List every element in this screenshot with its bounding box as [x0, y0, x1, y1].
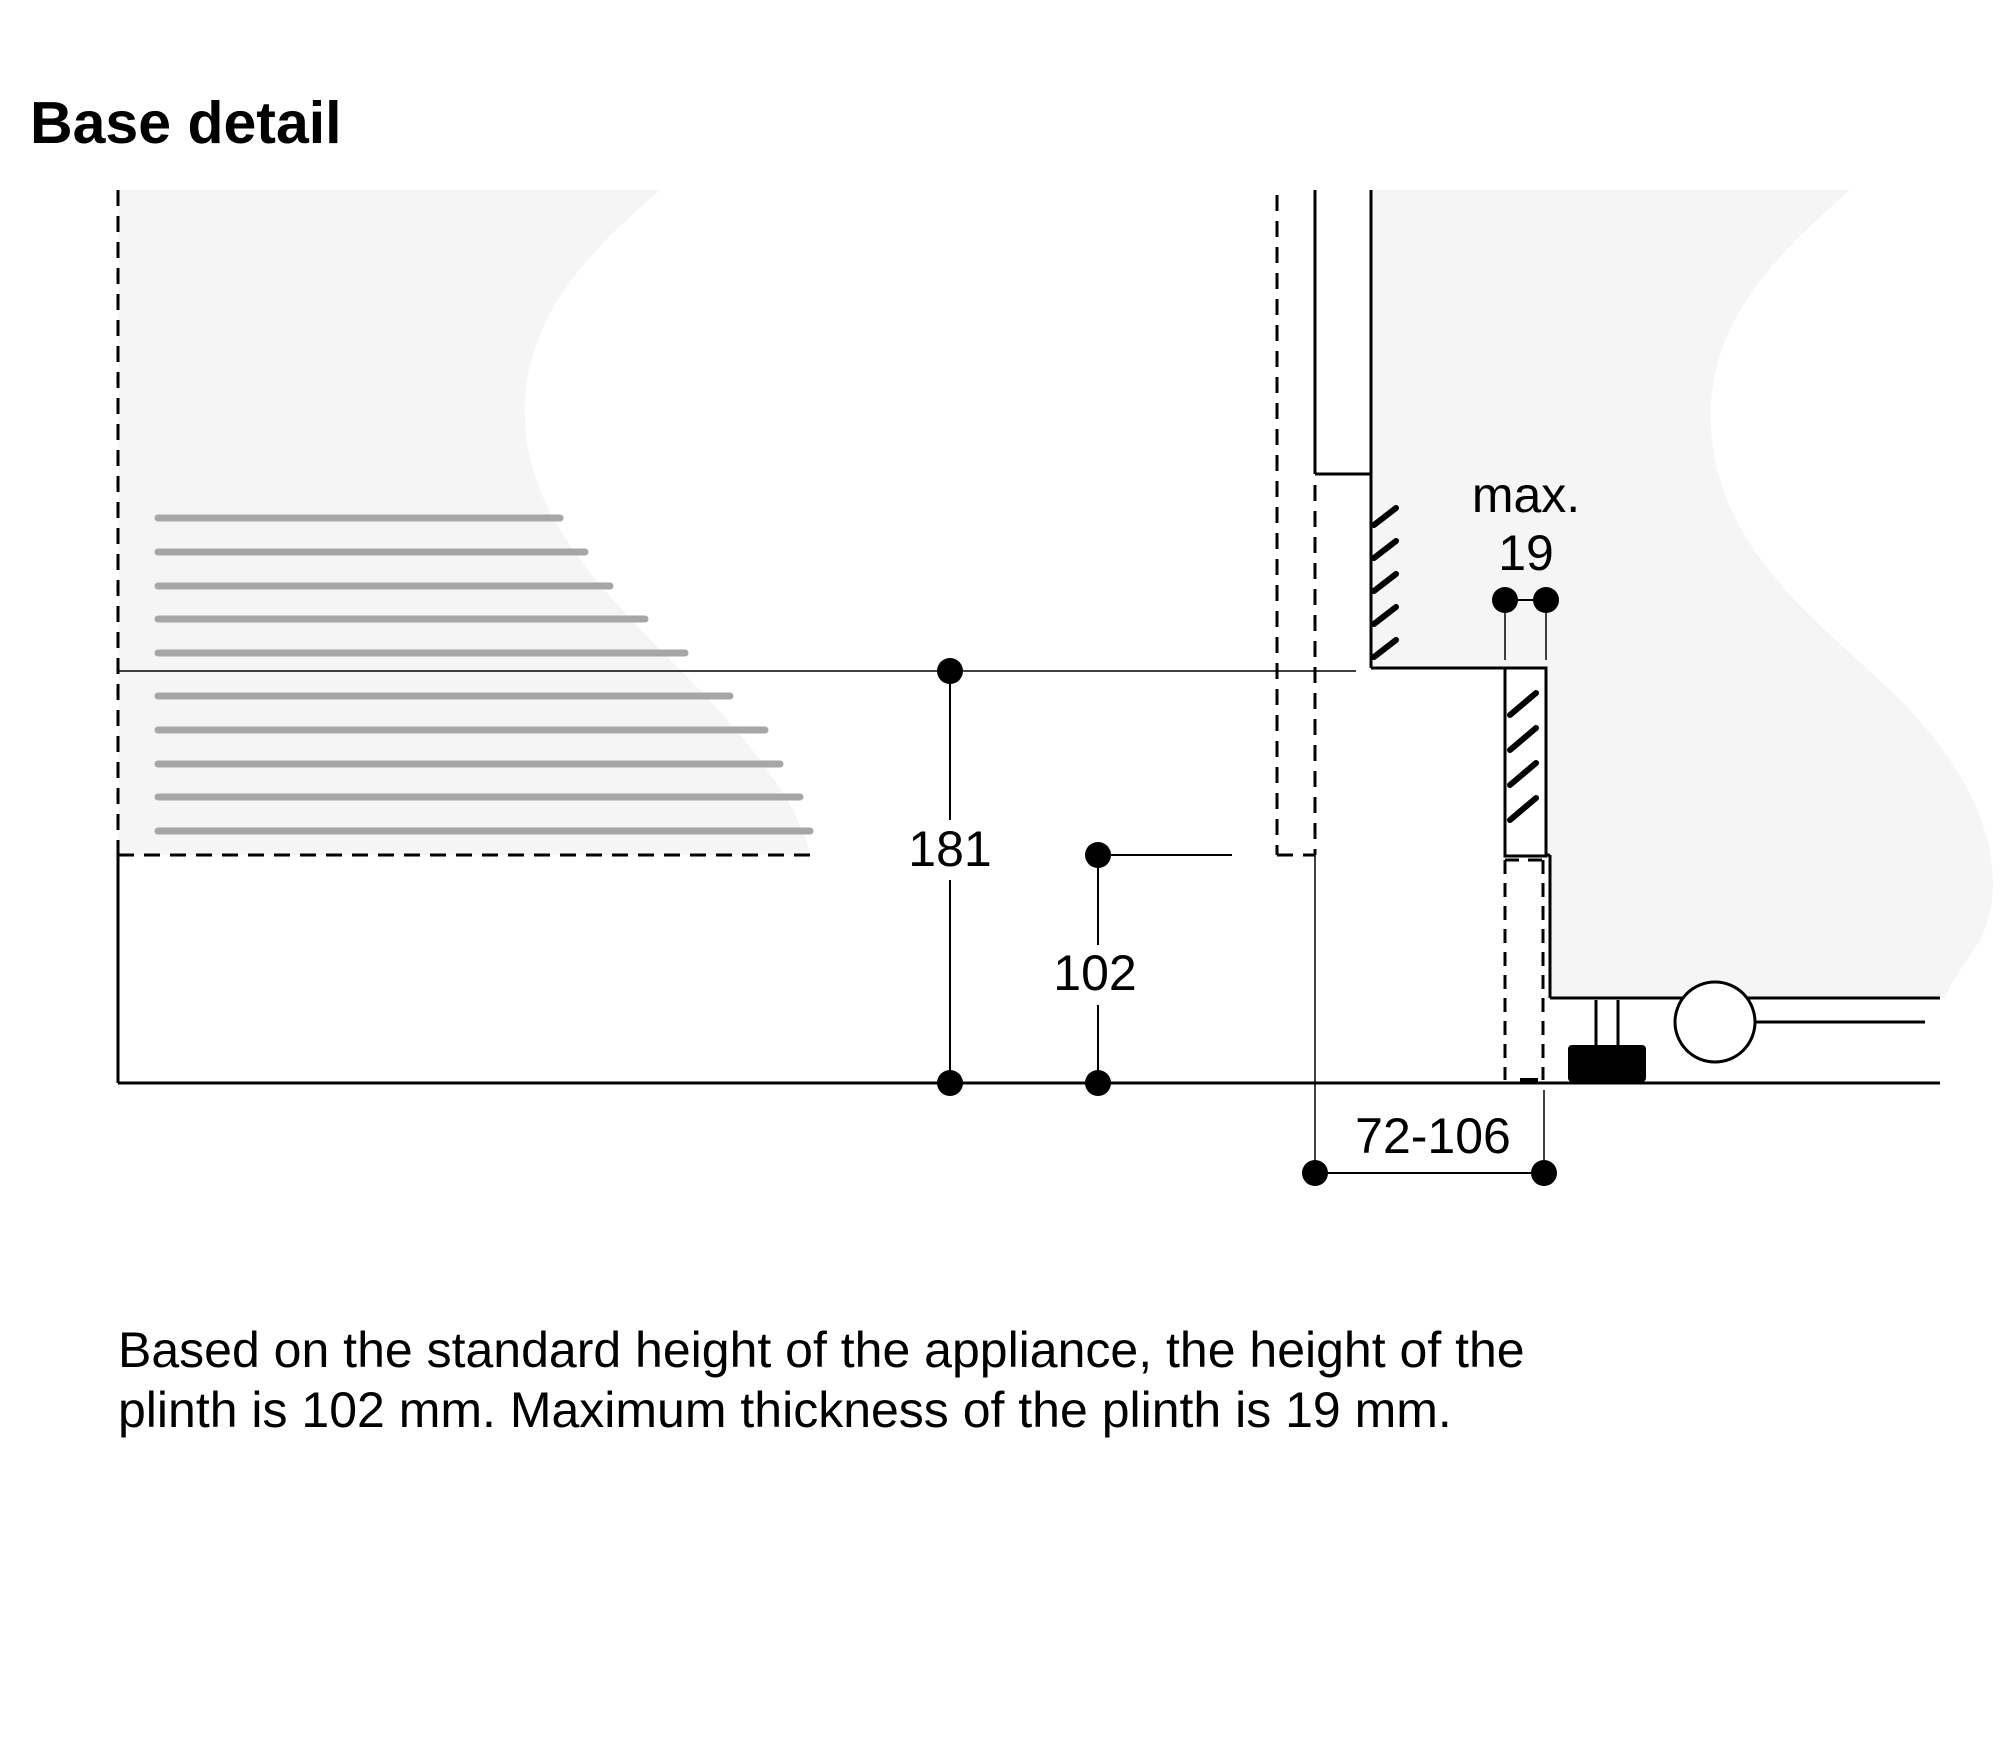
center-dashed-outline	[1275, 195, 1317, 857]
caption-line-1: Based on the standard height of the appl…	[118, 1322, 1525, 1378]
right-appliance-fill	[1370, 190, 1994, 998]
dimension-19-label: 19	[1498, 525, 1554, 581]
dimension-72-106	[1302, 855, 1557, 1186]
shelf-lines	[154, 514, 814, 835]
adjustable-foot	[1568, 1000, 1646, 1082]
dimension-102	[1050, 842, 1232, 1096]
plinth-hatch	[1507, 690, 1539, 823]
roller	[1673, 980, 1925, 1064]
caption: Based on the standard height of the appl…	[118, 1320, 1818, 1440]
left-dashed-outline	[116, 190, 810, 857]
page-title: Base detail	[30, 90, 342, 156]
dimension-19	[1492, 587, 1559, 660]
dimension-181-label: 181	[908, 821, 991, 877]
left-appliance-fill	[118, 190, 810, 855]
plinth-board	[1503, 666, 1548, 858]
cabinet-side-panel	[1313, 190, 1505, 670]
caption-line-2: plinth is 102 mm. Maximum thickness of t…	[118, 1382, 1452, 1438]
dimension-181	[905, 658, 995, 1096]
dimension-72-106-label: 72-106	[1355, 1108, 1511, 1164]
dimension-102-label: 102	[1053, 945, 1136, 1001]
cabinet-hatch	[1371, 505, 1399, 660]
plinth-dashed	[1503, 858, 1545, 1080]
dimension-19-prefix: max.	[1472, 467, 1580, 523]
